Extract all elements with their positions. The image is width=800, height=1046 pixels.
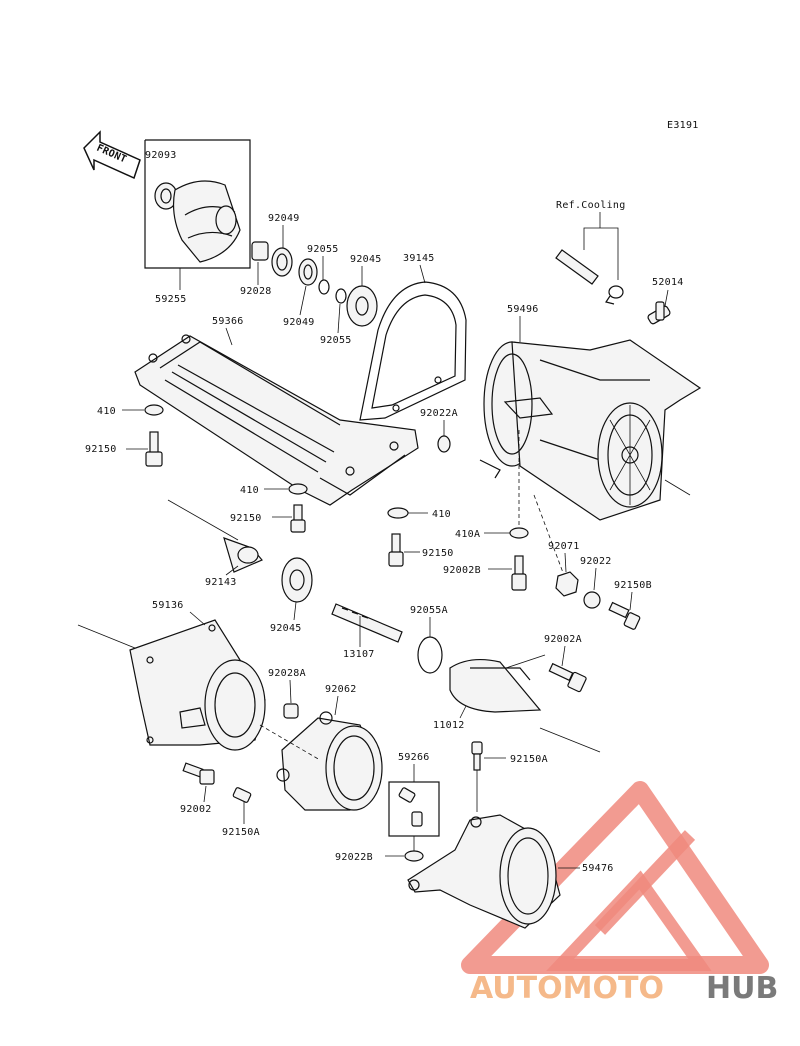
- label-92022: 92022: [580, 556, 612, 567]
- label-92022A: 92022A: [420, 408, 458, 419]
- label-92045-bottom: 92045: [270, 623, 302, 634]
- label-92150B: 92150B: [614, 580, 652, 591]
- label-410-c: 410: [432, 509, 451, 520]
- label-11012: 11012: [433, 720, 465, 731]
- label-92055-top: 92055: [307, 244, 339, 255]
- drawing-code: E3191: [667, 120, 699, 131]
- label-92055-bottom: 92055: [320, 335, 352, 346]
- label-59136: 59136: [152, 600, 184, 611]
- cooling-hose: [555, 249, 624, 305]
- watermark-brand-part2: HUB: [706, 971, 778, 1006]
- bolt-92150-c: [388, 533, 404, 567]
- washer-410: [144, 404, 164, 416]
- label-92150A-left: 92150A: [222, 827, 260, 838]
- label-59366: 59366: [212, 316, 244, 327]
- housing-59136: [129, 619, 266, 751]
- spacer-92143: [223, 537, 263, 573]
- bolt-92002B: [511, 555, 527, 591]
- label-92150-a: 92150: [85, 444, 117, 455]
- label-92045-top: 92045: [350, 254, 382, 265]
- plate-59366: [134, 334, 419, 506]
- bolt-92002A: [548, 662, 587, 693]
- label-92150-b: 92150: [230, 513, 262, 524]
- front-arrow-icon: FRONT: [83, 130, 141, 180]
- washer-410-b: [288, 483, 308, 495]
- washer-92022A: [437, 435, 451, 453]
- washer-92022: [583, 591, 601, 609]
- label-52014: 52014: [652, 277, 684, 288]
- fitting-52014: [647, 301, 671, 325]
- washer-410A: [509, 527, 529, 539]
- label-59476: 59476: [582, 863, 614, 874]
- nut-92071: [555, 571, 579, 597]
- washer-410-c: [387, 507, 409, 519]
- o-ring-92055A: [417, 636, 443, 674]
- label-410A: 410A: [455, 529, 480, 540]
- bolt-92150B: [608, 601, 641, 630]
- washer-92022B: [404, 850, 424, 862]
- label-92049-top: 92049: [268, 213, 300, 224]
- label-92049-bottom: 92049: [283, 317, 315, 328]
- label-59255: 59255: [155, 294, 187, 305]
- cone-11012: [449, 658, 542, 713]
- label-39145: 39145: [403, 253, 435, 264]
- impeller-assembly: [144, 139, 251, 269]
- label-92028A: 92028A: [268, 668, 306, 679]
- bearing-stack: [251, 241, 378, 327]
- grease-fitting-59266: [388, 781, 440, 837]
- bolt-92150: [145, 431, 163, 467]
- label-92143: 92143: [205, 577, 237, 588]
- ref-cooling-label: Ref.Cooling: [556, 200, 626, 211]
- label-92002A: 92002A: [544, 634, 582, 645]
- label-92028: 92028: [240, 286, 272, 297]
- label-92055A: 92055A: [410, 605, 448, 616]
- label-13107: 13107: [343, 649, 375, 660]
- bolt-92002: [182, 762, 215, 785]
- label-92022B: 92022B: [335, 852, 373, 863]
- bolt-92150A-left: [232, 787, 252, 803]
- nozzle-92062: [259, 711, 383, 811]
- watermark-brand-part1: AUTOMOTO: [470, 971, 664, 1006]
- label-92062: 92062: [325, 684, 357, 695]
- label-59496: 59496: [507, 304, 539, 315]
- watermark-brand: AUTOMOTO HUB: [470, 971, 778, 1006]
- bolt-92150-b: [290, 504, 306, 533]
- label-92002B: 92002B: [443, 565, 481, 576]
- bearing-92045: [281, 557, 313, 603]
- label-59266: 59266: [398, 752, 430, 763]
- bolt-92150A-right: [471, 741, 483, 771]
- label-92071: 92071: [548, 541, 580, 552]
- label-410-a: 410: [97, 406, 116, 417]
- pump-housing-59496: [479, 339, 702, 521]
- label-410-b: 410: [240, 485, 259, 496]
- label-92150A-right: 92150A: [510, 754, 548, 765]
- nozzle-59476: [407, 814, 561, 929]
- shaft-13107: [331, 603, 403, 643]
- label-92150-c: 92150: [422, 548, 454, 559]
- label-92002: 92002: [180, 804, 212, 815]
- label-92093: 92093: [145, 150, 177, 161]
- bushing-92028A: [283, 703, 299, 719]
